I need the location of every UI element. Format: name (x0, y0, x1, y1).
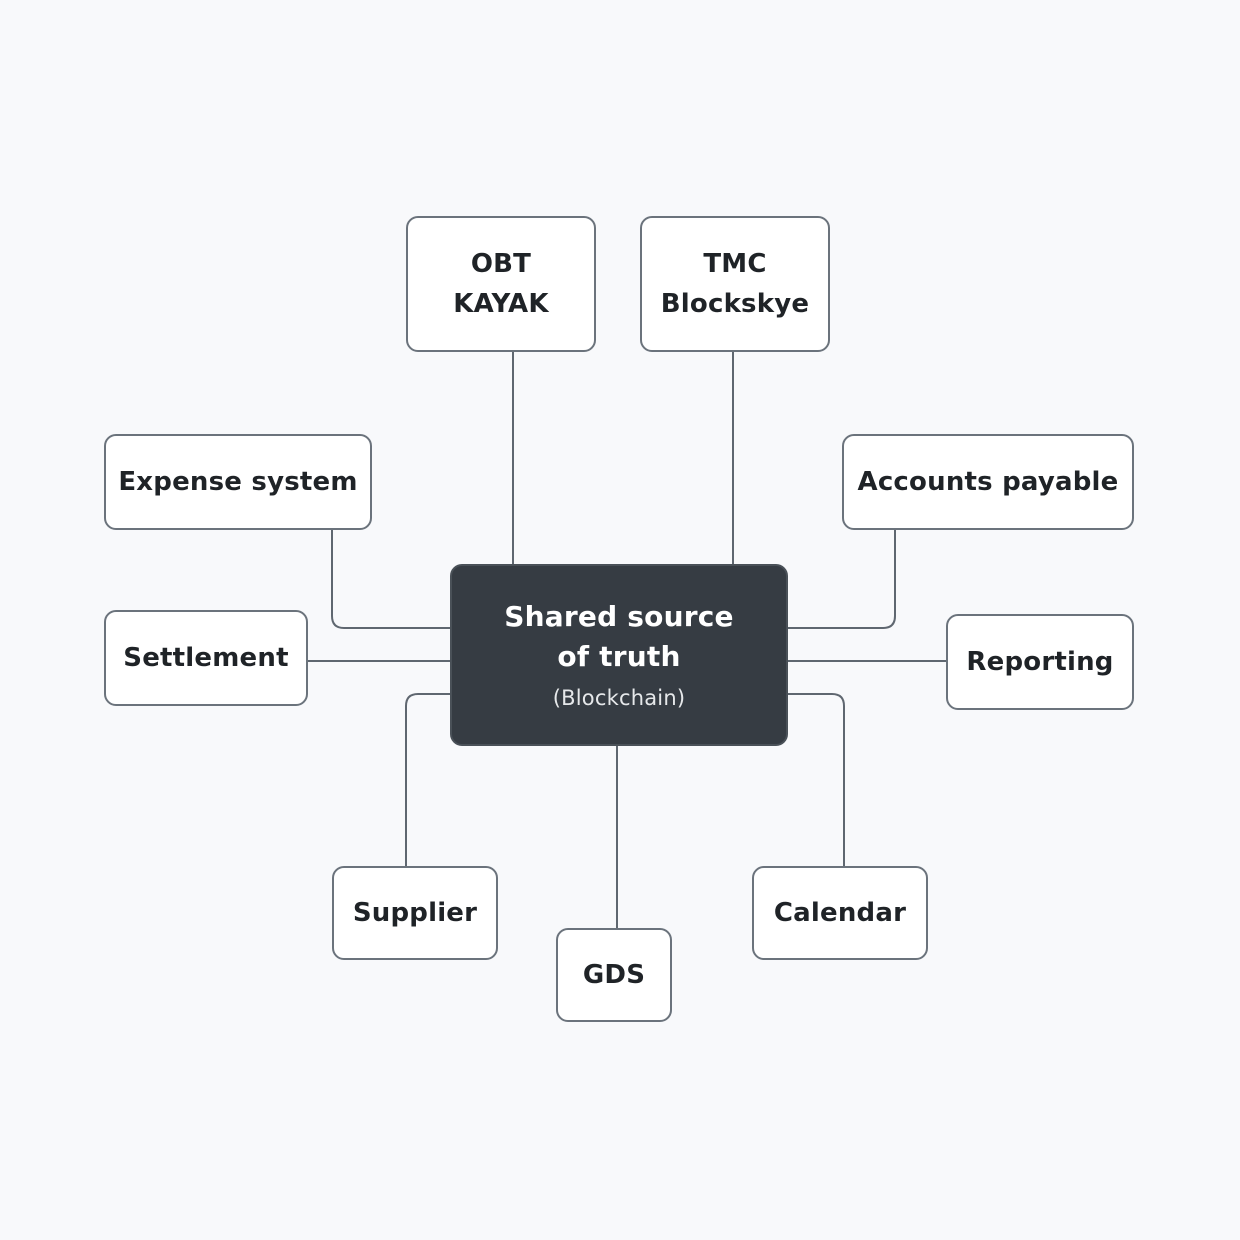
node-obt-line-1: OBT (470, 249, 532, 279)
node-calendar-label: Calendar (773, 898, 907, 928)
connector-supplier (405, 693, 450, 866)
node-gds-label: GDS (582, 960, 646, 990)
node-settlement-label: Settlement (123, 643, 289, 673)
connector-accounts-payable (788, 530, 896, 629)
center-subtitle: (Blockchain) (552, 686, 686, 710)
node-accounts-payable: Accounts payable (842, 434, 1134, 530)
node-accounts-payable-label: Accounts payable (857, 467, 1119, 497)
node-tmc-blockskye: TMC Blockskye (640, 216, 830, 352)
center-title-line-1: Shared source (504, 600, 734, 633)
node-gds: GDS (556, 928, 672, 1022)
central-node-shared-source-of-truth: Shared source of truth (Blockchain) (450, 564, 788, 746)
node-reporting-label: Reporting (966, 647, 1114, 677)
connector-calendar (788, 693, 845, 866)
center-title-line-2: of truth (557, 640, 681, 673)
node-expense-system: Expense system (104, 434, 372, 530)
node-obt-line-2: KAYAK (453, 289, 549, 319)
connector-expense-system (331, 530, 450, 629)
node-settlement: Settlement (104, 610, 308, 706)
node-tmc-line-1: TMC (703, 249, 767, 279)
node-reporting: Reporting (946, 614, 1134, 710)
node-calendar: Calendar (752, 866, 928, 960)
node-supplier-label: Supplier (352, 898, 478, 928)
node-supplier: Supplier (332, 866, 498, 960)
node-expense-system-label: Expense system (118, 467, 358, 497)
node-obt-kayak: OBT KAYAK (406, 216, 596, 352)
node-tmc-line-2: Blockskye (660, 289, 810, 319)
